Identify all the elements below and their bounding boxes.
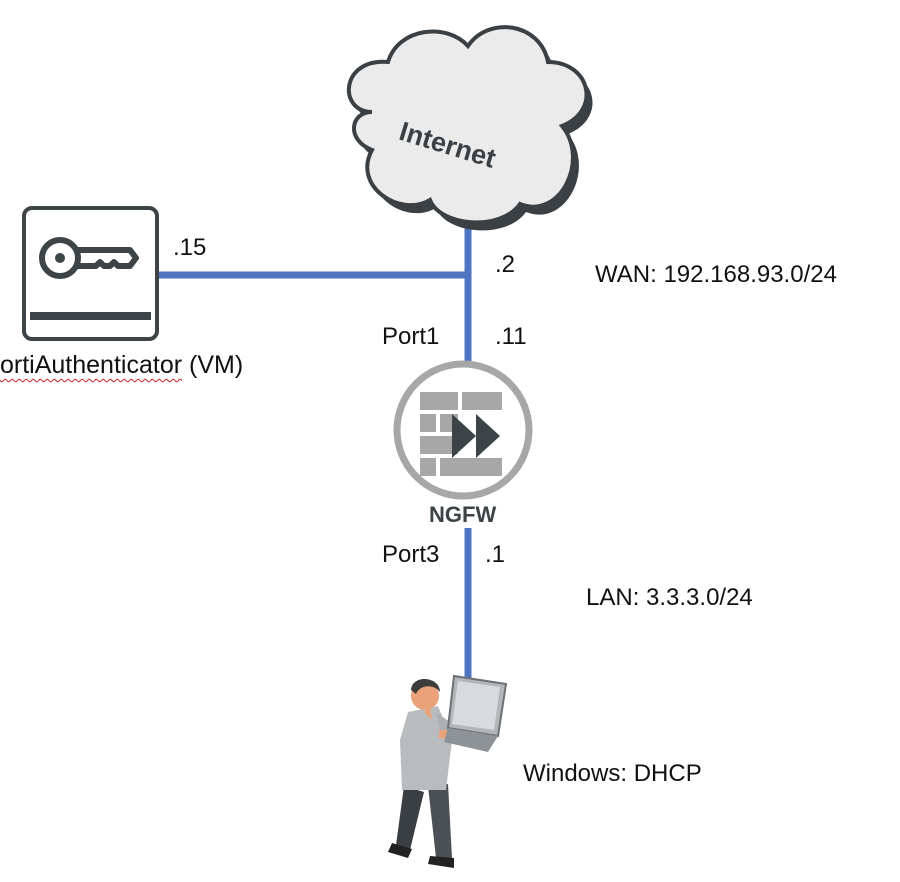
authenticator-name-rest: (VM): [182, 351, 244, 379]
firewall-wan-port-label: Port1: [382, 323, 440, 350]
lan-network-label: LAN: 3.3.3.0/24: [586, 584, 753, 611]
client-label: Windows: DHCP: [523, 760, 702, 787]
firewall-wan-ip-label: .11: [495, 323, 527, 350]
authenticator-name-label: ortiAuthenticator (VM): [0, 353, 243, 378]
key-icon: [22, 206, 159, 341]
firewall-icon: [393, 360, 533, 500]
gateway-ip-label: .2: [495, 251, 516, 278]
firewall-lan-port-label: Port3: [382, 541, 440, 568]
user-laptop-icon: [388, 674, 508, 868]
firewall-label: NGFW: [429, 502, 497, 527]
cloud-icon: [346, 25, 593, 231]
authenticator-name-squiggled: ortiAuthenticator: [0, 351, 183, 379]
firewall-lan-ip-label: .1: [485, 541, 506, 568]
wan-network-label: WAN: 192.168.93.0/24: [595, 261, 837, 288]
authenticator-ip-label: .15: [173, 234, 207, 261]
